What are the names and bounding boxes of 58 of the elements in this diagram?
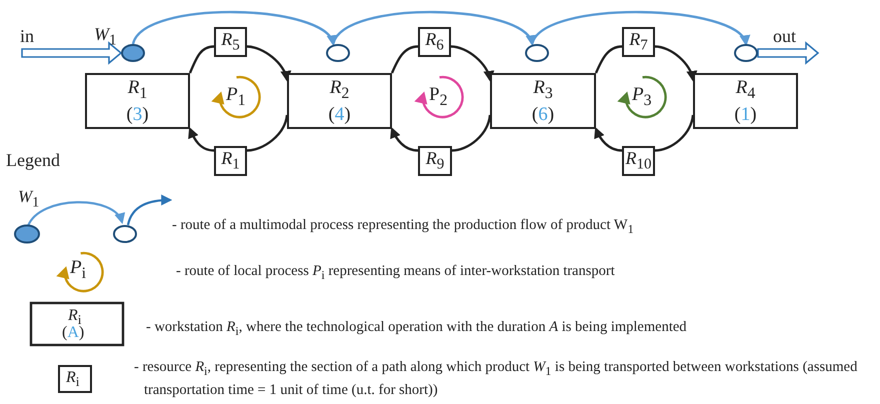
- arrow: [390, 126, 418, 152]
- resource-name: R$_{9}$: [426, 148, 444, 174]
- arrow: [332, 10, 534, 46]
- duration-text: (4): [328, 104, 351, 125]
- legend-sample-label: R$_{i}$: [66, 368, 80, 392]
- legend-text: - workstation R$_{i}$, where the technological operation with the duration A is being implemented: [146, 318, 687, 340]
- legend-text: - resource R$_{i}$, representing the section of a path along which product W$_{1}$ is being transported between workstations (assumed transportation time = 1 unit of time (u.t. for short)): [134, 358, 858, 400]
- token-circle: [734, 44, 758, 62]
- resource-name: R$_{10}$: [626, 148, 652, 174]
- arrow: [132, 10, 334, 46]
- workstation-name: R$_{4}$: [736, 77, 756, 104]
- resource-box: [214, 27, 247, 57]
- resource-box: [418, 27, 451, 57]
- connector-line: [452, 114, 492, 152]
- connector-line: [390, 45, 418, 74]
- resource-box: [418, 146, 452, 176]
- token-circle: [525, 44, 549, 62]
- workstation-box: [85, 73, 190, 129]
- connector-line: [594, 45, 622, 74]
- resource-name: R$_{7}$: [629, 29, 648, 55]
- process-label: P$_{1}$: [226, 85, 246, 111]
- token-circle: [326, 44, 350, 62]
- token-circle: [121, 44, 145, 62]
- duration-text: (6): [532, 104, 554, 125]
- workstation-box: [693, 73, 798, 129]
- arrow: [188, 126, 214, 152]
- arrow: [246, 45, 290, 82]
- connector-line: [246, 114, 288, 152]
- workstation-box: [287, 73, 392, 129]
- duration-text: (1): [734, 104, 757, 125]
- process-label: P$_{3}$: [632, 85, 652, 111]
- legend-sample-label: W$_{1}$: [18, 187, 40, 212]
- legend-title: Legend: [6, 150, 60, 170]
- arrow: [450, 45, 494, 82]
- legend-text: - route of a multimodal process representing the production flow of product W$_{1}$: [172, 216, 634, 238]
- block-arrow: [21, 41, 122, 65]
- workstation-name: R$_{1}$: [128, 77, 148, 104]
- legend-text: - route of local process P$_{i}$ representing means of inter-workstation transport: [176, 262, 615, 284]
- arrow: [594, 126, 622, 152]
- connector-line: [188, 45, 214, 74]
- flow-label: in: [20, 26, 34, 46]
- duration-text: (3): [126, 104, 149, 125]
- resource-box: [622, 27, 655, 57]
- legend-sample-label: P$_{i}$: [70, 258, 86, 284]
- resource-name: R$_{1}$: [221, 148, 240, 174]
- resource-name: R$_{5}$: [221, 29, 240, 55]
- workstation-name: R$_{3}$: [533, 77, 553, 104]
- arrow: [531, 10, 748, 46]
- workstation-box: [490, 73, 596, 129]
- workstation-name: R$_{2}$: [330, 77, 350, 104]
- process-label: P$_{2}$: [429, 85, 448, 111]
- resource-name: R$_{6}$: [425, 29, 444, 55]
- connector-line: [654, 114, 694, 152]
- arrow: [654, 45, 697, 82]
- product-name: W$_{1}$: [94, 24, 116, 51]
- resource-box: [214, 146, 247, 176]
- block-arrow: [757, 41, 820, 65]
- flow-label: out: [773, 26, 796, 46]
